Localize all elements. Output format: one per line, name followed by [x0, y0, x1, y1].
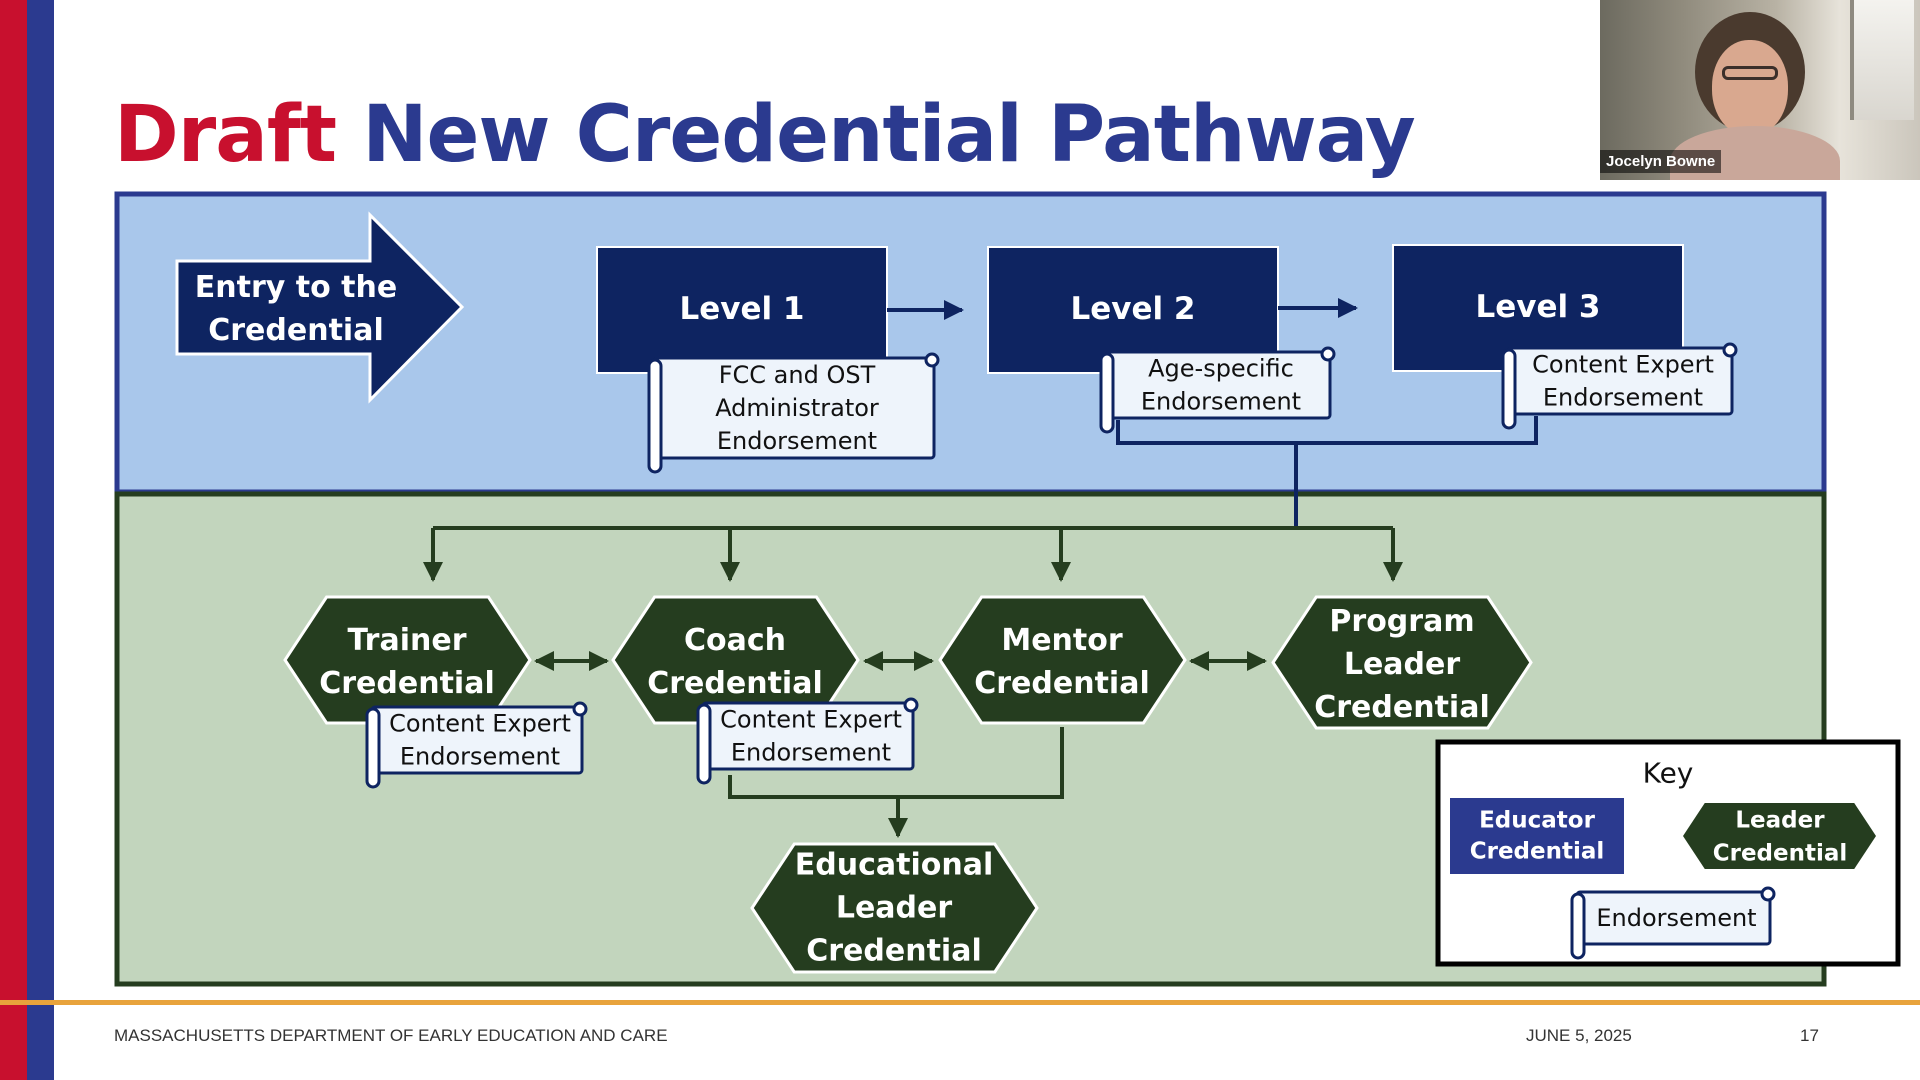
- coach-endorsement-curl: [903, 697, 919, 713]
- key-leader-label-line-1: Leader: [1735, 808, 1825, 834]
- key-educator-label-line-1: Educator: [1479, 808, 1595, 834]
- leader-credential-1-shape: [283, 595, 532, 725]
- video-window-background: [1850, 0, 1914, 120]
- level-2-endorsement-text-line-2: Endorsement: [1141, 388, 1301, 416]
- leader-credential-2-label-line-1: Coach: [684, 623, 786, 658]
- key-endorsement-roll: [1570, 892, 1586, 960]
- level-2-endorsement-text-line-1: Age-specific: [1148, 355, 1294, 383]
- level-3-endorsement-text-line-1: Content Expert: [1532, 351, 1714, 379]
- blue-side-stripe: [27, 0, 54, 1080]
- footer-organization: MASSACHUSETTS DEPARTMENT OF EARLY EDUCAT…: [114, 1026, 668, 1045]
- educational-leader-shape: [750, 842, 1039, 974]
- level-2-label-line-1: Level 2: [1071, 291, 1196, 327]
- trainer-endorsement-roll: [365, 707, 381, 789]
- title-main: New Credential Pathway: [362, 90, 1415, 180]
- title-draft: Draft: [114, 90, 337, 180]
- key-leader-swatch: [1683, 803, 1876, 869]
- coach-endorsement-text-line-2: Endorsement: [731, 739, 891, 767]
- level-1-label-line-1: Level 1: [680, 291, 805, 327]
- leader-credential-4-label-line-2: Leader: [1344, 647, 1461, 682]
- leader-credential-4-label-line-3: Credential: [1314, 690, 1490, 725]
- coach-endorsement-roll: [696, 703, 712, 785]
- trainer-endorsement-text-line-2: Endorsement: [400, 743, 560, 771]
- key-leader-label-line-2: Credential: [1713, 841, 1848, 867]
- red-side-stripe: [0, 0, 27, 1080]
- leader-credential-4-shape: [1271, 595, 1533, 730]
- slide-title: Draft New Credential Pathway: [114, 88, 1416, 182]
- leader-credential-2-label-line-2: Credential: [647, 666, 823, 701]
- key-educator-label-line-2: Credential: [1470, 839, 1605, 865]
- level-1-endorsement-text-line-1: FCC and OST: [719, 361, 876, 389]
- video-person-glasses: [1722, 66, 1778, 80]
- footer-date: JUNE 5, 2025: [1526, 1026, 1632, 1045]
- level-3-endorsement-roll: [1501, 348, 1517, 430]
- trainer-endorsement-curl: [572, 701, 588, 717]
- educational-leader-label-line-1: Educational: [795, 848, 993, 883]
- leader-credential-1-label-line-1: Trainer: [348, 623, 467, 658]
- key-endorsement-text-line-1: Endorsement: [1596, 904, 1756, 932]
- leader-credential-4-label-line-1: Program: [1329, 604, 1474, 639]
- level-2-endorsement-roll: [1099, 352, 1115, 434]
- video-person-face: [1712, 40, 1788, 136]
- level-1-endorsement-roll: [647, 358, 663, 474]
- leader-credential-3-shape: [938, 595, 1187, 725]
- leader-credential-1-label-line-2: Credential: [319, 666, 495, 701]
- participant-video: Jocelyn Bowne: [1600, 0, 1920, 180]
- entry-arrow-label-line-2: Credential: [208, 313, 384, 348]
- educational-leader-label-line-2: Leader: [836, 891, 953, 926]
- key-title-line-1: Key: [1643, 757, 1694, 790]
- trainer-endorsement-text-line-1: Content Expert: [389, 710, 571, 738]
- level-1-endorsement-text-line-2: Administrator: [715, 394, 879, 422]
- level-1-endorsement-text-line-3: Endorsement: [717, 427, 877, 455]
- participant-name: Jocelyn Bowne: [1600, 150, 1722, 173]
- entry-arrow: [175, 211, 465, 404]
- level-2-endorsement-curl: [1320, 346, 1336, 362]
- level-3-label-line-1: Level 3: [1476, 289, 1601, 325]
- level-3-endorsement-curl: [1722, 342, 1738, 358]
- leader-credential-3-label-line-1: Mentor: [1001, 623, 1123, 658]
- key-educator-swatch: [1450, 798, 1624, 874]
- key-endorsement-curl: [1760, 886, 1776, 902]
- level-3-endorsement-text-line-2: Endorsement: [1543, 384, 1703, 412]
- footer-rule: [0, 1000, 1920, 1005]
- slide-number: 17: [1800, 1026, 1819, 1045]
- leader-credential-3-label-line-2: Credential: [974, 666, 1150, 701]
- endorsement-bracket: [1116, 416, 1538, 445]
- coach-endorsement-text-line-1: Content Expert: [720, 706, 902, 734]
- entry-arrow-label-line-1: Entry to the: [195, 270, 397, 305]
- level-1-endorsement-curl: [924, 352, 940, 368]
- educational-leader-label-line-3: Credential: [806, 934, 982, 969]
